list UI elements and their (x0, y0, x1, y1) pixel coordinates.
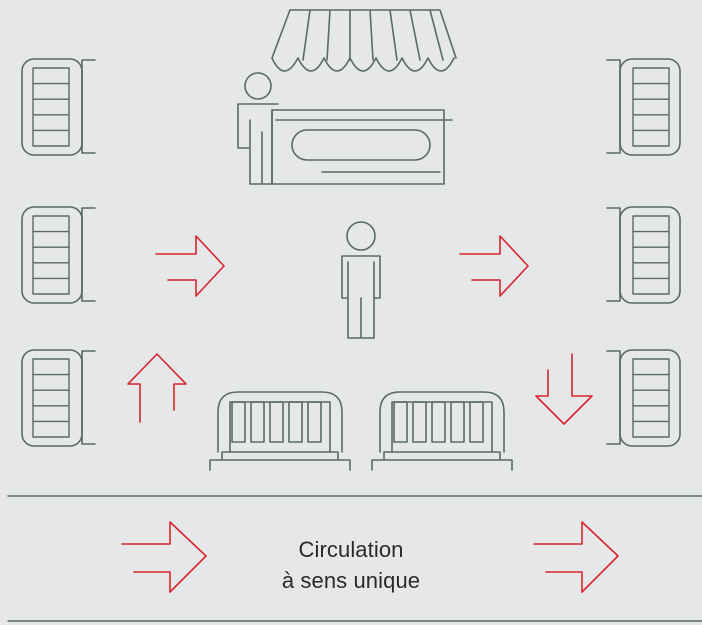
crowd-barrier-icon (606, 349, 681, 447)
legend-caption-line2: à sens unique (281, 568, 421, 593)
direction-arrow-icon (459, 235, 529, 297)
legend-caption: Circulation à sens unique (251, 534, 451, 596)
crowd-barrier-icon (606, 206, 681, 304)
direction-arrow-icon (155, 235, 225, 297)
crowd-barrier-icon (21, 349, 96, 447)
crowd-barrier-icon (371, 391, 513, 471)
crowd-barrier-icon (21, 206, 96, 304)
crowd-barrier-icon (209, 391, 351, 471)
market-stall-icon (237, 9, 457, 185)
direction-arrow-icon (535, 353, 593, 425)
direction-arrow-icon (121, 521, 207, 593)
direction-arrow-icon (533, 521, 619, 593)
crowd-barrier-icon (21, 58, 96, 156)
direction-arrow-icon (127, 353, 187, 423)
crowd-barrier-icon (606, 58, 681, 156)
person-icon (341, 221, 381, 339)
legend-caption-line1: Circulation (298, 537, 404, 562)
